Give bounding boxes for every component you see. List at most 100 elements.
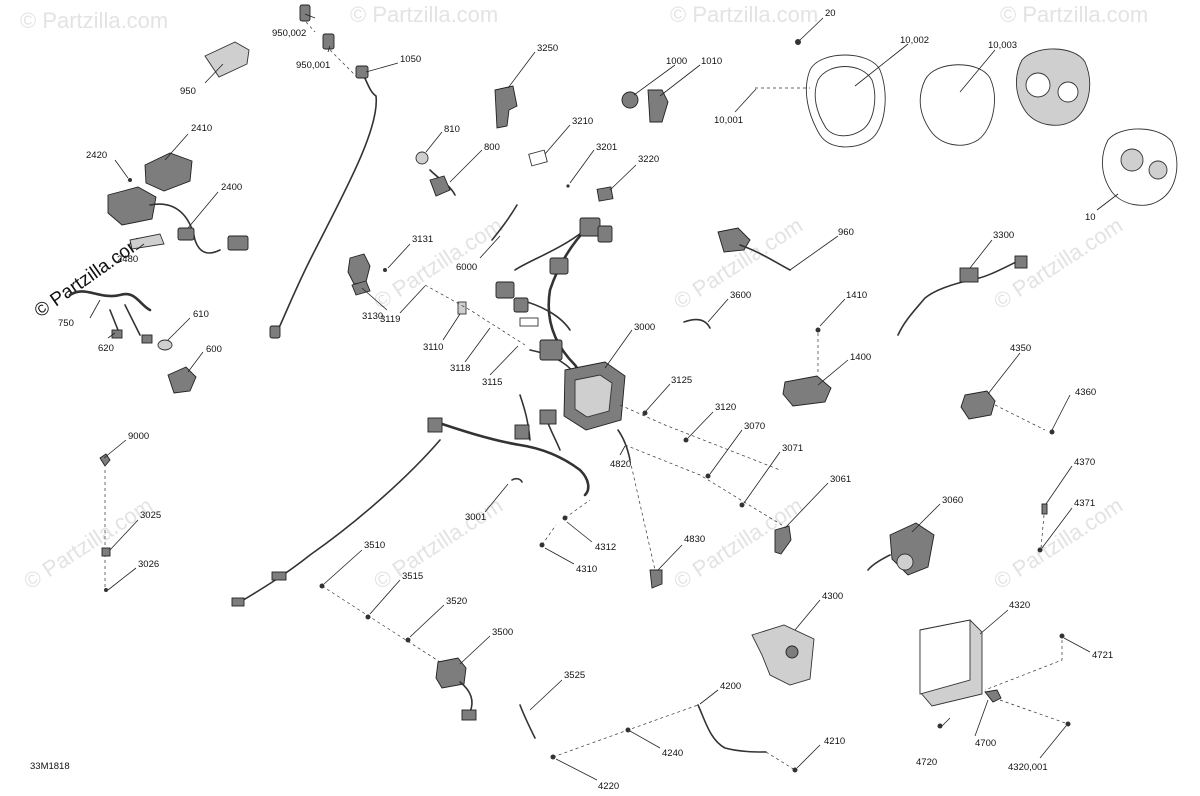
callout-4220: 4220 [598, 781, 619, 791]
part-4720-screw [937, 723, 943, 729]
part-3000-harness-lower [428, 418, 590, 497]
part-10003-lens [919, 64, 995, 146]
part-3000-end-connector [231, 597, 245, 607]
part-3300-end [1014, 255, 1028, 269]
part-4220-nut [550, 754, 556, 760]
callout-2410: 2410 [191, 123, 212, 134]
callout-3110: 3110 [423, 342, 443, 353]
part-3000-connector [427, 417, 443, 433]
part-3071-screw [739, 502, 745, 508]
callout-3070: 3070 [744, 421, 765, 432]
callout-4312: 4312 [595, 542, 616, 553]
callout-4820: 4820 [610, 459, 631, 470]
callout-3201: 3201 [596, 142, 617, 153]
callout-950-001: 950,001 [296, 60, 330, 71]
callout-3210: 3210 [572, 116, 593, 127]
part-4320001-nut [1065, 721, 1071, 727]
part-4700-clip [984, 689, 1002, 703]
part-750-element [68, 290, 152, 312]
part-1050-connector-top [355, 65, 369, 79]
part-1000-key-switch [621, 91, 639, 109]
part-3210-relay [528, 149, 548, 167]
part-4350-sensor [960, 390, 996, 420]
callout-2480: 2480 [117, 254, 138, 265]
callout-6000: 6000 [456, 262, 477, 273]
watermark-text: © Partzilla.com [19, 492, 157, 594]
part-3000-harness-long [239, 439, 441, 603]
part-610-nut [157, 339, 173, 351]
part-3000-fuse-box-face [574, 374, 613, 418]
part-3000-connector [539, 409, 557, 425]
callout-1010: 1010 [701, 56, 722, 67]
callout-4300: 4300 [822, 591, 843, 602]
part-3525-tie [519, 704, 536, 739]
part-4300-bracket [751, 624, 815, 686]
part-3060-motor [889, 522, 935, 576]
part-3000-connector [513, 297, 529, 313]
part-3000-connector [549, 257, 569, 275]
part-960-relay [717, 227, 751, 253]
callout-3250: 3250 [537, 43, 558, 54]
callout-4320: 4320 [1009, 600, 1030, 611]
part-950002-connector [299, 4, 311, 22]
callout-9000: 9000 [128, 431, 149, 442]
part-3000-connector [579, 217, 601, 237]
part-620-plug-2 [141, 334, 153, 344]
part-3060-motor-gear [896, 553, 914, 571]
part-3000-label [519, 317, 539, 327]
callout-3119: 3119 [380, 314, 400, 325]
part-2400-connector [177, 227, 195, 241]
callout-10-002: 10,002 [900, 35, 929, 46]
callout-610: 610 [193, 309, 209, 320]
callout-3130: 3130 [362, 311, 383, 322]
part-gauge-cluster [1016, 48, 1091, 126]
watermark-text: © Partzilla.com [989, 492, 1127, 594]
part-600-switch [167, 366, 197, 394]
part-3000-connector [495, 281, 515, 299]
part-4360-screw [1049, 429, 1055, 435]
callout-3125: 3125 [671, 375, 692, 386]
part-3061-bracket [774, 525, 792, 555]
part-3001-wire [511, 477, 523, 483]
part-4320001-dash [999, 699, 1069, 725]
part-950001-connector [322, 33, 335, 50]
callout-3061: 3061 [830, 474, 851, 485]
part-3000-connector [514, 424, 530, 440]
callout-1400: 1400 [850, 352, 871, 363]
callout-600: 600 [206, 344, 222, 355]
callout-labels: 950 950,002 950,001 1050 2420 2410 2400 … [58, 8, 1113, 792]
part-3131-pin [383, 268, 387, 272]
part-4830-dash [629, 459, 656, 571]
part-810-seal [415, 151, 429, 165]
callout-750: 750 [58, 318, 74, 329]
part-3250-sensor [494, 85, 518, 129]
part-gauge-dial-left [1025, 72, 1051, 98]
part-960-bracket [739, 244, 791, 271]
callout-3500: 3500 [492, 627, 513, 638]
part-3500-wire [459, 681, 473, 713]
part-drawings [68, 4, 1178, 773]
part-3510-dash [321, 585, 441, 663]
watermark-text: © Partzilla.com [989, 212, 1127, 314]
callout-20: 20 [825, 8, 836, 19]
callout-1050: 1050 [400, 54, 421, 65]
callout-4200: 4200 [720, 681, 741, 692]
part-1050-connector-bottom [269, 325, 281, 339]
part-4820-wire [617, 429, 631, 461]
callout-10-001: 10,001 [714, 115, 743, 126]
part-4360-dash [994, 404, 1046, 431]
callout-4720: 4720 [916, 757, 937, 768]
part-2400-switch [107, 186, 157, 226]
part-3070-dash [624, 444, 791, 531]
part-3110-fuse [457, 301, 467, 315]
part-4371-nut [1037, 547, 1043, 553]
part-4300-hole [785, 645, 799, 659]
callout-3520: 3520 [446, 596, 467, 607]
part-4240-washer [625, 727, 631, 733]
part-3500-sensor [435, 657, 467, 689]
part-2480-lever [129, 233, 165, 250]
callout-4721: 4721 [1092, 650, 1113, 661]
callout-810: 810 [444, 124, 460, 135]
callout-4240: 4240 [662, 748, 683, 759]
callout-4830: 4830 [684, 534, 705, 545]
